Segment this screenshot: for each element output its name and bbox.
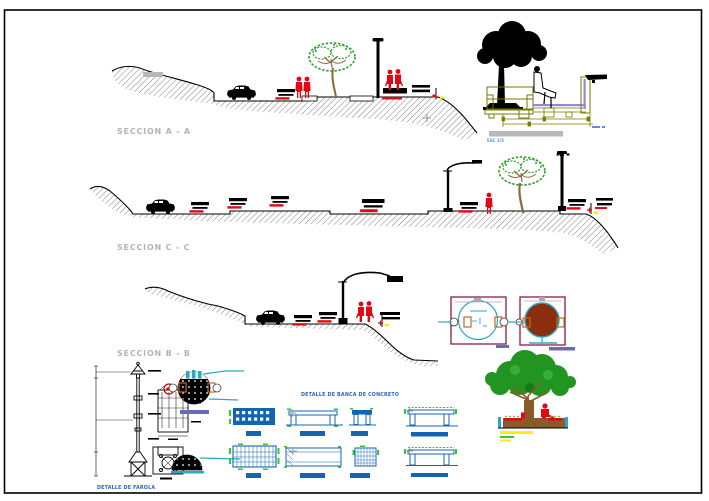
bench-section-view xyxy=(284,446,342,478)
bench-icon xyxy=(380,312,400,320)
person-icon xyxy=(303,76,311,98)
bench-icon xyxy=(566,199,586,210)
trash-bin-icon xyxy=(432,88,445,99)
bench-icon xyxy=(412,85,430,93)
gray-marker-bar xyxy=(143,72,163,77)
tree-trunk xyxy=(331,67,337,98)
seat-structure xyxy=(533,107,586,118)
legend-dash xyxy=(500,436,514,438)
tree-icon xyxy=(308,42,356,72)
section-a-label: SECCION A - A xyxy=(117,127,191,136)
bench-plan-view xyxy=(229,443,280,478)
bench-long-side-view xyxy=(404,407,458,437)
person-icon xyxy=(295,76,303,98)
bench-icon xyxy=(189,202,209,213)
bracket-icon xyxy=(556,317,565,328)
bench-front-view xyxy=(229,408,275,436)
bench-long-side-view xyxy=(404,447,458,477)
datum-cross-icon xyxy=(423,114,431,122)
seated-people-icon xyxy=(384,68,404,91)
leader-line xyxy=(208,398,239,401)
car-icon xyxy=(146,199,175,214)
scale-tick xyxy=(549,347,575,351)
npt-annotation-dash xyxy=(602,126,605,128)
bench-side-view xyxy=(286,408,343,436)
anchor-circle-icon xyxy=(499,317,509,327)
legend-dash xyxy=(500,439,511,442)
tree-icon xyxy=(498,156,546,186)
base-line xyxy=(171,471,204,474)
section-b-drawing xyxy=(144,271,439,366)
seated-people-icon xyxy=(355,300,375,323)
tree-canopy xyxy=(485,350,576,396)
section-a-terrain-hatch xyxy=(112,66,477,141)
dimension-lines xyxy=(501,114,593,127)
section-b-terrain-hatch xyxy=(145,287,438,366)
backrest-structure xyxy=(580,74,607,114)
tree-grate-elevation xyxy=(171,454,241,474)
leader-line xyxy=(199,457,241,460)
car-icon xyxy=(256,310,285,325)
bench-icon xyxy=(227,198,247,209)
concrete-bench-details xyxy=(229,407,458,478)
bench-icon xyxy=(269,196,289,207)
planter-curb xyxy=(301,95,318,102)
sheet-frame xyxy=(3,9,703,494)
bracket-icon xyxy=(463,316,472,328)
bench-icon xyxy=(360,199,385,213)
concrete-bench-title: DETALLE DE BANCA DE CONCRETO xyxy=(301,392,399,398)
planter-section xyxy=(498,412,568,429)
bench-end-view xyxy=(349,408,376,436)
bench-icon xyxy=(383,88,407,94)
black-tree-icon xyxy=(477,21,547,110)
trash-bin-icon xyxy=(378,315,389,327)
scale-label: ESC 1/5 xyxy=(487,138,504,143)
bench-red-base xyxy=(382,97,402,100)
arm-lamp-icon xyxy=(338,271,403,324)
planter-plan-filled xyxy=(508,296,575,351)
scale-tick xyxy=(496,345,509,348)
section-c-drawing xyxy=(89,151,619,254)
bench-icon xyxy=(275,89,295,100)
section-b-label: SECCION B - B xyxy=(117,349,191,358)
farola-detail-label: DETALLE DE FAROLA xyxy=(97,485,155,491)
planter-structure xyxy=(484,86,534,119)
tree-trunk xyxy=(524,400,534,420)
section-a-drawing xyxy=(111,38,478,141)
bracket-icon xyxy=(178,382,187,393)
bench-end-grid-view xyxy=(350,445,379,478)
anchor-circle-icon xyxy=(212,383,222,393)
street-lamp-icon xyxy=(372,38,384,98)
street-lamp-icon xyxy=(557,151,567,211)
trash-bin-icon xyxy=(587,203,598,214)
bench-tree-section-detail xyxy=(423,21,607,158)
section-c-ground-line xyxy=(89,186,619,249)
seated-person-outline-icon xyxy=(533,66,557,108)
anchor-circle-icon xyxy=(168,383,178,393)
bench-icon xyxy=(595,198,613,209)
section-c-label: SECCION C - C xyxy=(117,243,190,252)
farola-elevation xyxy=(94,361,161,477)
section-b-ground-line xyxy=(144,286,439,362)
scale-bar xyxy=(500,431,533,434)
tree-trunk xyxy=(518,182,525,214)
bracket-icon xyxy=(522,317,531,328)
scale-bar xyxy=(489,131,563,137)
leader-line xyxy=(203,370,244,375)
npt-annotation-dash xyxy=(592,126,600,128)
section-c-terrain-hatch xyxy=(90,186,618,254)
section-a-ground-line xyxy=(111,65,478,134)
annotation-dashes xyxy=(148,370,161,440)
tree-grate-plan xyxy=(168,370,244,414)
planter-curb xyxy=(349,95,374,102)
seat-line xyxy=(533,104,586,107)
bench-icon xyxy=(317,312,337,323)
car-icon xyxy=(227,85,256,100)
tree-planting-detail xyxy=(485,350,576,442)
scale-bar xyxy=(180,410,209,414)
planter-plan-empty xyxy=(438,296,509,348)
